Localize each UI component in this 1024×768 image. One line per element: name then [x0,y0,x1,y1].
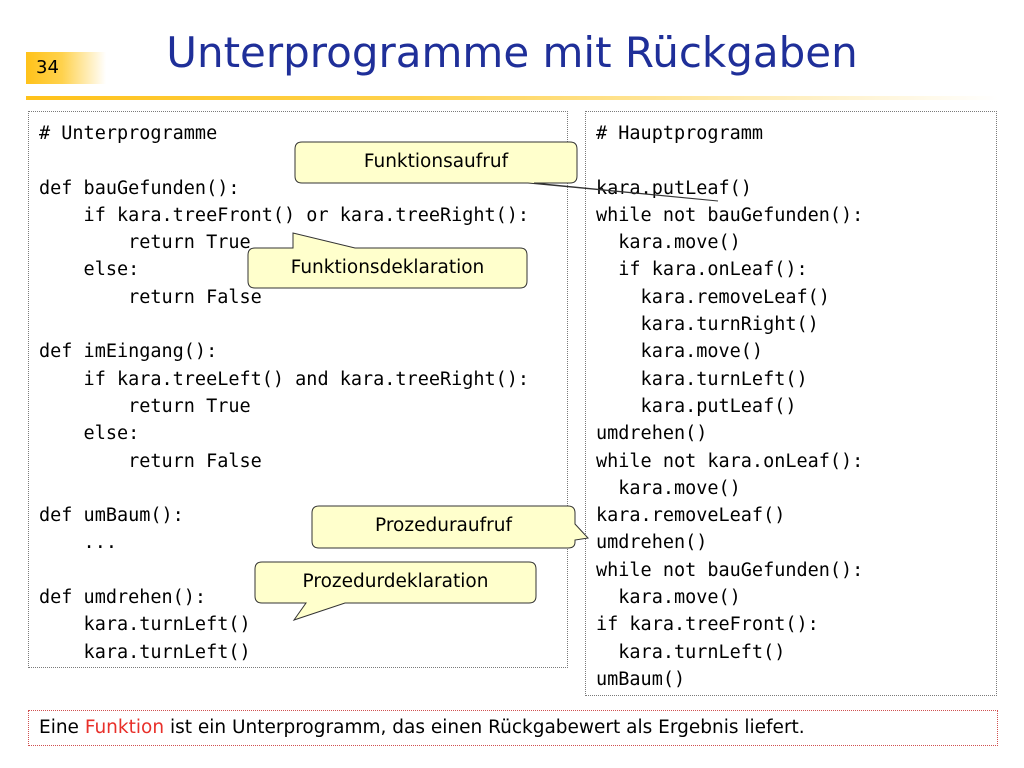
main-program-code-line: kara.removeLeaf() [596,286,830,308]
main-program-code-line: while not bauGefunden(): [596,204,864,226]
note-highlight: Funktion [84,717,165,738]
subprograms-code-line: # Unterprogramme [39,123,218,144]
subprograms-code-line: return True [39,395,251,417]
main-program-code: # Hauptprogramm kara.putLeaf() while not … [596,120,863,693]
subprograms-code-line: kara.turnLeft() [39,614,251,636]
subprograms-code-line: def umdrehen(): [39,587,207,609]
subprograms-code-line: else: [39,423,140,445]
subprograms-code-line: return False [39,286,262,308]
main-program-code-line: if kara.treeFront(): [596,614,819,636]
main-program-code-panel: # Hauptprogramm kara.putLeaf() while not … [585,111,997,696]
main-program-code-line: kara.move() [596,477,741,499]
title-underline [26,96,998,100]
subprograms-code-line: return True [39,232,251,254]
subprograms-code-line: if kara.treeLeft() and kara.treeRight(): [39,368,530,390]
subprograms-code-line: if kara.treeFront() or kara.treeRight(): [39,204,530,226]
main-program-code-line: while not bauGefunden(): [596,559,864,581]
main-program-code-line: kara.removeLeaf() [596,505,786,527]
slide-number: 34 [36,57,59,78]
main-program-code-line: kara.turnLeft() [596,368,808,390]
subprograms-code-line: def umBaum(): [39,505,184,527]
callout-funktionsaufruf-label: Funktionsaufruf [363,151,509,172]
subprograms-code-panel: # Unterprogramme def bauGefunden(): if k… [28,111,568,668]
slide-number-badge: 34 [26,52,106,84]
main-program-code-line: kara.turnRight() [596,314,819,336]
subprograms-code: # Unterprogramme def bauGefunden(): if k… [39,120,529,666]
subprograms-code-line: kara.turnLeft() [39,641,251,663]
subprograms-code-line: def imEingang(): [39,341,218,363]
callout-prozeduraufruf-shape [311,505,590,549]
callout-prozedurdeklaration-shape [254,561,537,621]
note-text-before: Eine [39,717,85,738]
main-program-code-line: umBaum() [596,668,686,690]
main-program-code-line: while not kara.onLeaf(): [596,450,864,472]
main-program-code-line: kara.putLeaf() [596,395,797,417]
callout-funktionsdeklaration-shape [247,232,528,289]
callout-funktionsdeklaration-label: Funktionsdeklaration [290,257,485,278]
main-program-code-line: kara.move() [596,232,741,254]
slide-title: Unterprogramme mit Rückgaben [166,28,858,77]
subprograms-code-line: def bauGefunden(): [39,177,240,199]
callout-funktionsaufruf-shape [294,141,719,202]
subprograms-code-line: ... [39,532,117,554]
callout-prozeduraufruf-label: Prozeduraufruf [375,515,512,536]
subprograms-code-line: return False [39,450,262,472]
main-program-code-line: kara.turnLeft() [596,641,786,663]
main-program-code-line: umdrehen() [596,423,708,445]
main-program-code-line: if kara.onLeaf(): [596,259,808,281]
definition-note: Eine Funktion ist ein Unterprogramm, das… [28,710,998,746]
main-program-code-line: kara.move() [596,341,764,363]
main-program-code-line: # Hauptprogramm [596,123,764,144]
note-text-after: ist ein Unterprogramm, das einen Rückgab… [164,717,805,738]
main-program-code-line: kara.move() [596,587,741,609]
callout-prozedurdeklaration-label: Prozedurdeklaration [302,571,489,592]
subprograms-code-line: else: [39,259,140,281]
main-program-code-line: umdrehen() [596,532,708,554]
